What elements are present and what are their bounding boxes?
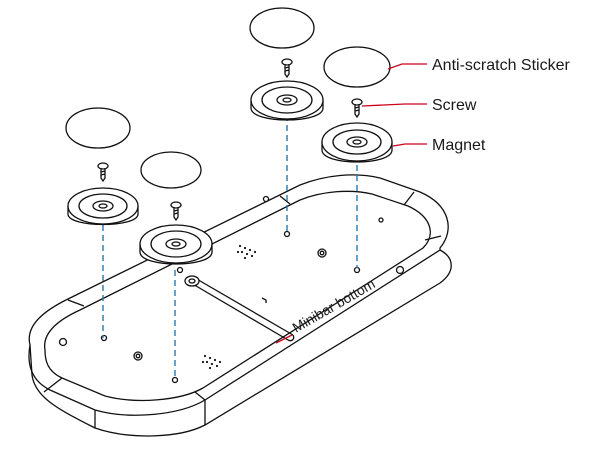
sticker-1: [65, 107, 131, 149]
speaker-grille-right: [236, 244, 257, 260]
component-stack-3: [249, 7, 324, 121]
screw-4: [351, 98, 363, 119]
screw-2: [170, 201, 182, 222]
sticker-leader: [387, 63, 427, 70]
magnet-3: [250, 80, 324, 121]
component-stack-1: [65, 107, 139, 226]
base-leader: [275, 334, 293, 344]
magnet-2: [139, 224, 213, 265]
screw-label: Screw: [432, 97, 477, 114]
plate-side-edge: [29, 249, 452, 437]
assembly-axes: [102, 115, 358, 378]
center-rod: [184, 275, 295, 342]
sticker-2: [140, 151, 202, 189]
screw-3: [281, 58, 293, 79]
screw-leader: [361, 103, 427, 107]
minibar-bottom-plate: [28, 174, 452, 437]
sticker-3: [249, 7, 315, 49]
magnet-4: [321, 122, 393, 163]
magnet-1: [67, 187, 139, 226]
screw-1: [97, 162, 109, 183]
component-stack-2: [139, 151, 213, 265]
magnet-label: Magnet: [432, 137, 486, 154]
magnet-leader: [392, 143, 427, 147]
sticker-label: Anti-scratch Sticker: [432, 57, 570, 74]
speaker-grille-left: [201, 354, 222, 370]
sticker-4: [323, 46, 391, 88]
component-stack-4: [321, 46, 393, 163]
